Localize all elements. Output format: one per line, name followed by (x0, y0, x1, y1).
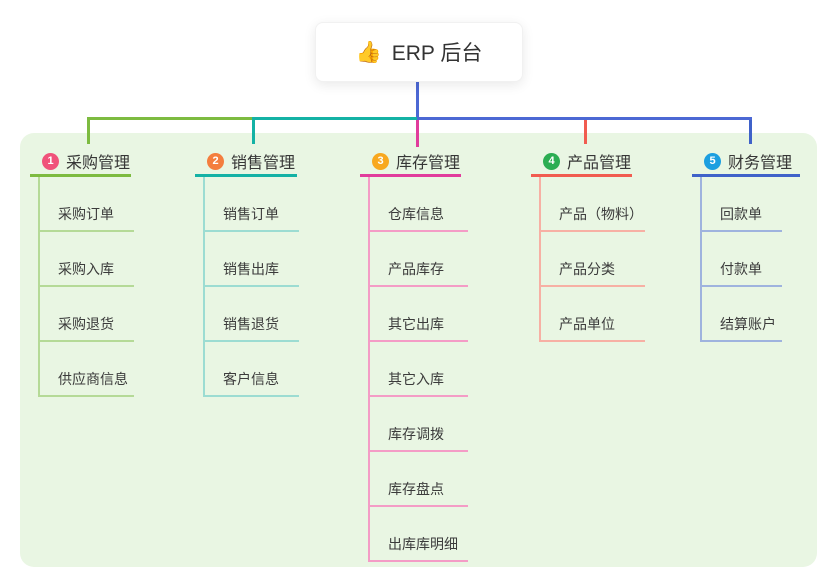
node-product-unit[interactable]: 产品单位 (541, 287, 645, 342)
connector-root-stem (416, 82, 419, 120)
node-stock-transfer[interactable]: 库存调拨 (370, 397, 468, 452)
node-purchase-inbound[interactable]: 采购入库 (40, 232, 134, 287)
branch-finance-heading[interactable]: 5 财务管理 (692, 148, 800, 177)
thumbs-up-icon: 👍 (355, 40, 382, 64)
node-supplier-info[interactable]: 供应商信息 (40, 342, 134, 397)
root-node[interactable]: 👍 ERP 后台 (315, 22, 523, 82)
branch-inventory-heading[interactable]: 3 库存管理 (360, 148, 461, 177)
branch-number-badge: 5 (704, 152, 721, 170)
connector-sales-drop (252, 120, 255, 144)
node-product-category[interactable]: 产品分类 (541, 232, 645, 287)
root-label: ERP 后台 (391, 42, 483, 65)
branch-title: 采购管理 (66, 155, 131, 172)
branch-title: 销售管理 (231, 155, 296, 172)
connector-finance-hline (417, 117, 752, 120)
node-purchase-return[interactable]: 采购退货 (40, 287, 134, 342)
connector-sales-hline (252, 117, 418, 120)
branch-number-badge: 1 (42, 152, 59, 170)
branch-sales: 2 销售管理 销售订单 销售出库 销售退货 客户信息 (195, 148, 299, 397)
node-warehouse-info[interactable]: 仓库信息 (370, 177, 468, 232)
branch-purchase-children: 采购订单 采购入库 采购退货 供应商信息 (38, 177, 134, 397)
node-receipt-doc[interactable]: 回款单 (702, 177, 782, 232)
branch-finance-children: 回款单 付款单 结算账户 (700, 177, 782, 342)
branch-number-badge: 3 (372, 152, 389, 170)
node-outbound-detail[interactable]: 出库库明细 (370, 507, 468, 562)
branch-product: 4 产品管理 产品（物料） 产品分类 产品单位 (531, 148, 645, 342)
branch-number-badge: 4 (543, 152, 560, 170)
node-purchase-order[interactable]: 采购订单 (40, 177, 134, 232)
branch-purchase: 1 采购管理 采购订单 采购入库 采购退货 供应商信息 (30, 148, 134, 397)
node-customer-info[interactable]: 客户信息 (205, 342, 299, 397)
branch-title: 财务管理 (728, 155, 793, 172)
node-product-stock[interactable]: 产品库存 (370, 232, 468, 287)
connector-inventory-drop (416, 120, 419, 147)
node-other-inbound[interactable]: 其它入库 (370, 342, 468, 397)
node-sales-outbound[interactable]: 销售出库 (205, 232, 299, 287)
connector-product-drop (584, 120, 587, 144)
node-settlement-account[interactable]: 结算账户 (702, 287, 782, 342)
node-stock-check[interactable]: 库存盘点 (370, 452, 468, 507)
connector-finance-drop (749, 120, 752, 144)
node-payment-doc[interactable]: 付款单 (702, 232, 782, 287)
connector-purchase-drop (87, 120, 90, 144)
branches-panel (20, 133, 817, 567)
branch-purchase-heading[interactable]: 1 采购管理 (30, 148, 131, 177)
connector-purchase-hline (87, 117, 254, 120)
branch-sales-children: 销售订单 销售出库 销售退货 客户信息 (203, 177, 299, 397)
branch-title: 库存管理 (396, 155, 461, 172)
branch-sales-heading[interactable]: 2 销售管理 (195, 148, 297, 177)
branch-inventory-children: 仓库信息 产品库存 其它出库 其它入库 库存调拨 库存盘点 出库库明细 (368, 177, 468, 562)
branch-title: 产品管理 (567, 155, 632, 172)
node-product-material[interactable]: 产品（物料） (541, 177, 645, 232)
branch-inventory: 3 库存管理 仓库信息 产品库存 其它出库 其它入库 库存调拨 库存盘点 出库库… (360, 148, 468, 562)
branch-product-children: 产品（物料） 产品分类 产品单位 (539, 177, 645, 342)
node-sales-return[interactable]: 销售退货 (205, 287, 299, 342)
branch-product-heading[interactable]: 4 产品管理 (531, 148, 632, 177)
node-sales-order[interactable]: 销售订单 (205, 177, 299, 232)
node-other-outbound[interactable]: 其它出库 (370, 287, 468, 342)
branch-finance: 5 财务管理 回款单 付款单 结算账户 (692, 148, 800, 342)
branch-number-badge: 2 (207, 152, 224, 170)
